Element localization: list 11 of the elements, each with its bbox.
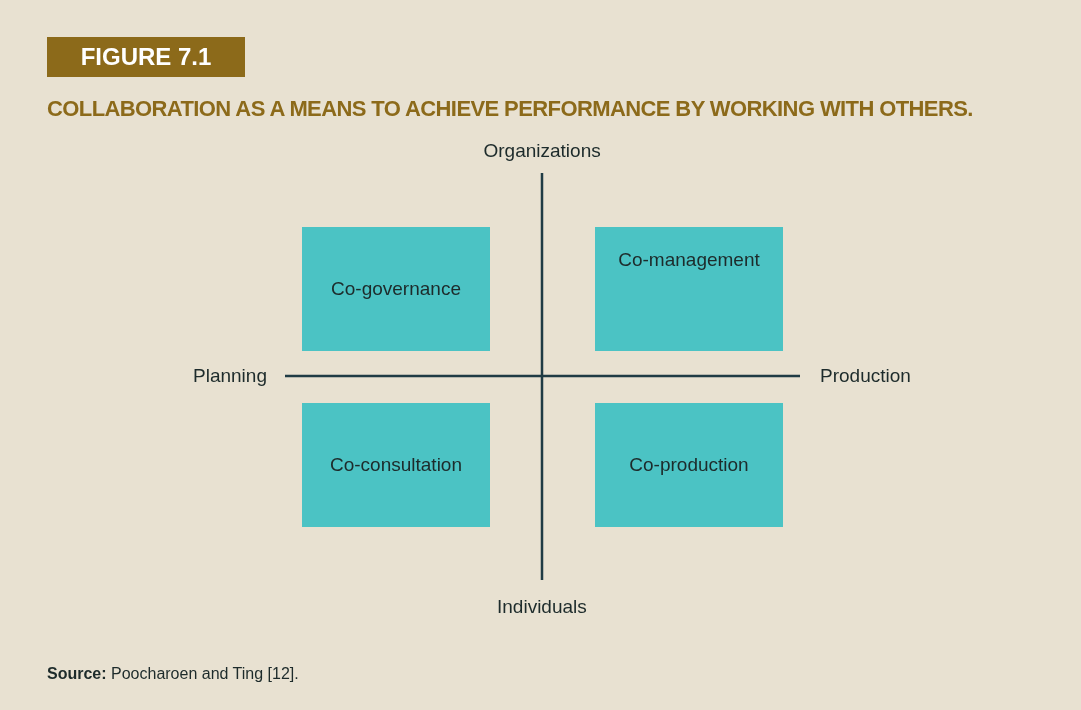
quadrant-box: Co-production (595, 403, 783, 527)
source-note: Source: Poocharoen and Ting [12]. (47, 665, 299, 683)
quadrant-box: Co-management (595, 227, 783, 351)
axis-label: Production (820, 365, 911, 387)
quadrant-box: Co-governance (302, 227, 490, 351)
figure-title: COLLABORATION AS A MEANS TO ACHIEVE PERFORMANCE BY WORKING WITH OTHERS. (47, 96, 973, 122)
quadrant-box: Co-consultation (302, 403, 490, 527)
axis-label: Organizations (483, 140, 601, 162)
figure-number-banner: FIGURE 7.1 (47, 37, 245, 77)
axis-label: Individuals (497, 596, 587, 618)
axis-label: Planning (193, 365, 267, 387)
